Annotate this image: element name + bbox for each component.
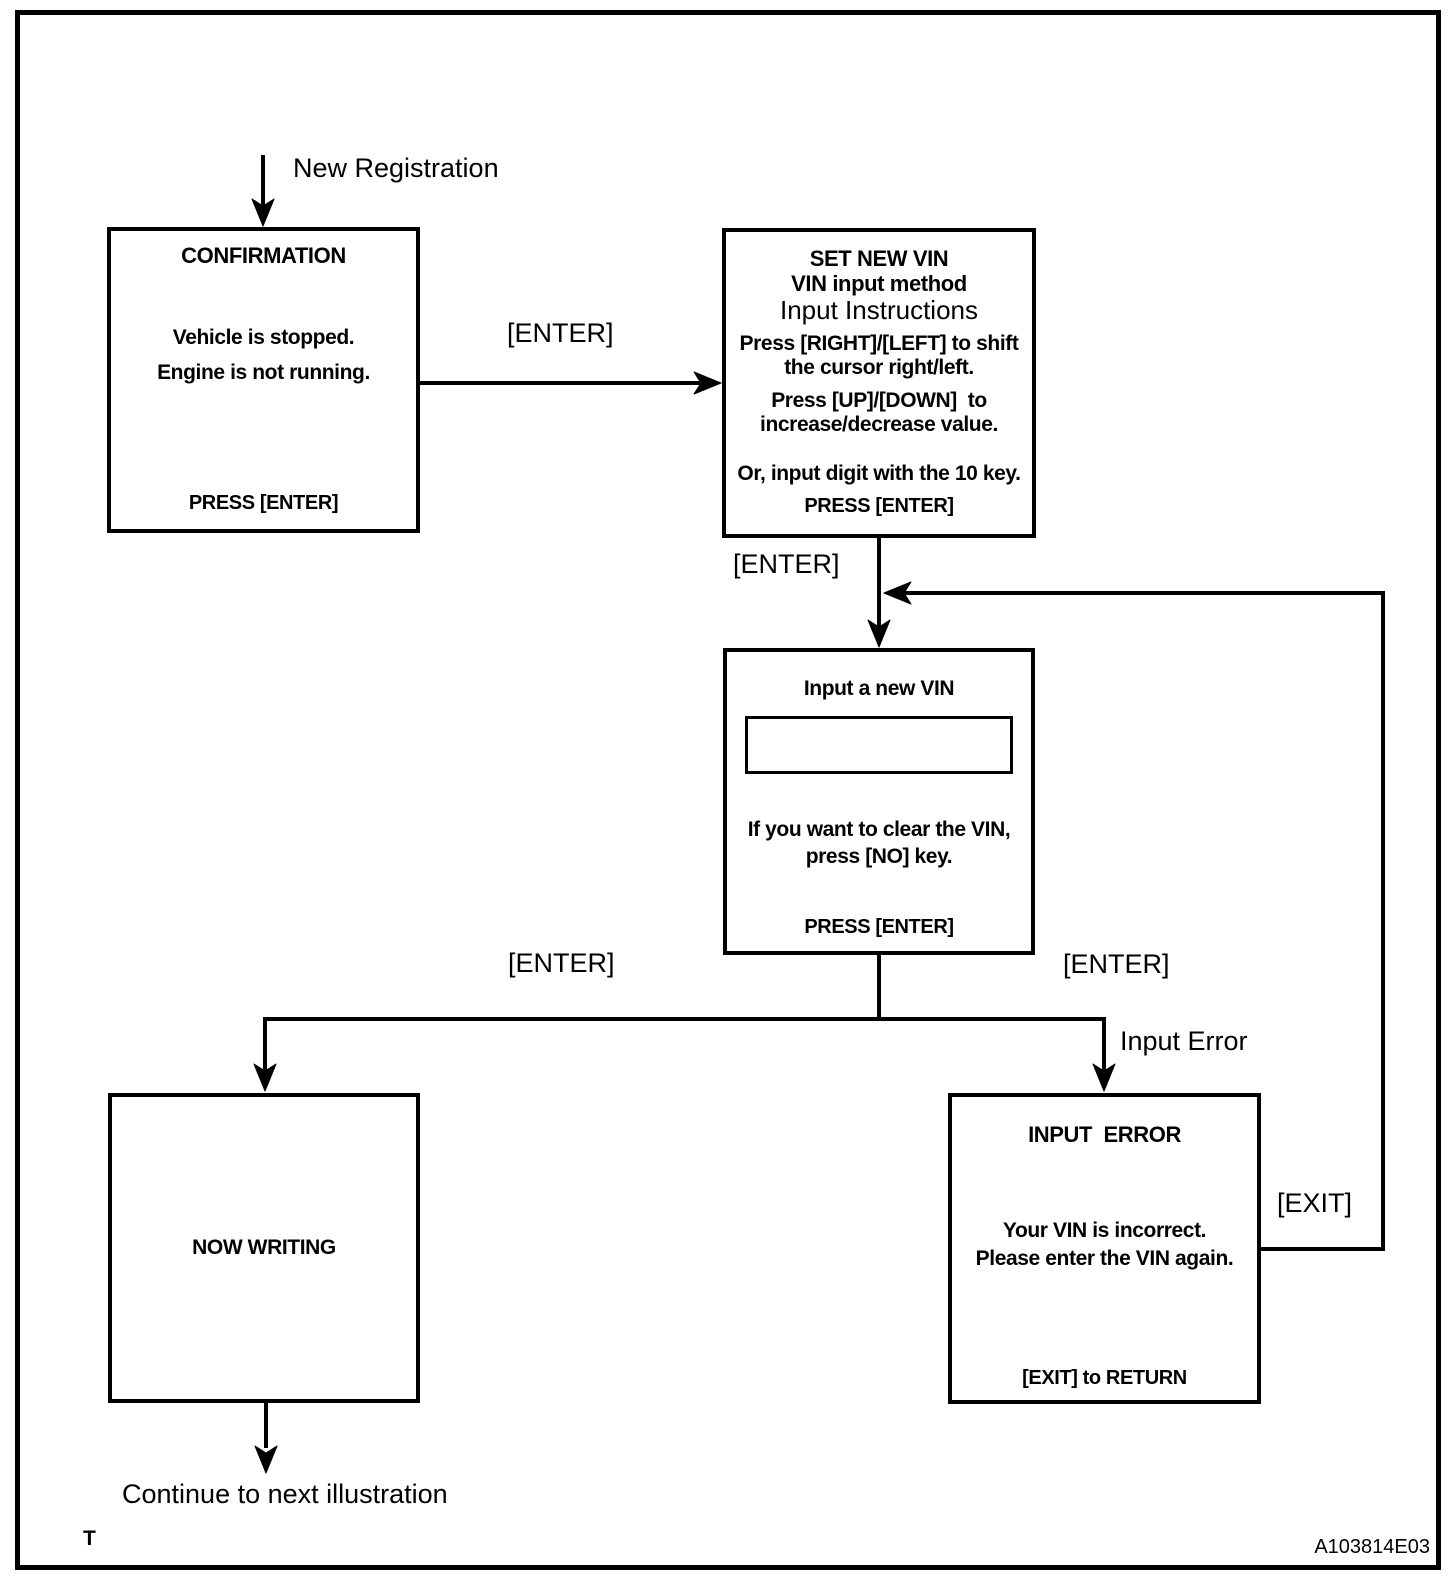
page-mark: T <box>83 1527 96 1550</box>
set-new-vin-subtitle: VIN input method <box>791 271 967 296</box>
writing-exit-arrowhead <box>254 1445 278 1474</box>
set-new-vin-press-enter: PRESS [ENTER] <box>804 495 954 517</box>
input-new-vin-body: If you want to clear the VIN, press [NO]… <box>748 816 1011 870</box>
confirmation-press-enter: PRESS [ENTER] <box>188 492 339 514</box>
input-error-exit-return: [EXIT] to RETURN <box>1022 1367 1187 1389</box>
branch-left-arrowhead <box>253 1063 277 1092</box>
input-new-vin-press-enter: PRESS [ENTER] <box>804 916 954 938</box>
set-new-vin-line-4: increase/decrease value. <box>760 413 998 436</box>
input-error-box: INPUT ERROR Your VIN is incorrect. Pleas… <box>948 1093 1261 1404</box>
return-line <box>904 591 1385 1251</box>
set-new-vin-line-3: Press [UP]/[DOWN] to <box>771 389 987 412</box>
now-writing-title: NOW WRITING <box>192 1236 336 1259</box>
confirmation-line-2: Engine is not running. <box>157 361 370 384</box>
set-new-vin-line-5: Or, input digit with the 10 key. <box>737 462 1021 485</box>
input-new-vin-title: Input a new VIN <box>803 677 955 700</box>
enter-label-4: [ENTER] <box>1063 949 1170 979</box>
enter-label-2: [ENTER] <box>733 549 840 579</box>
enter-label-1: [ENTER] <box>507 318 614 348</box>
new-registration-label: New Registration <box>293 153 499 183</box>
diagram-border <box>15 10 1441 1570</box>
input-error-body: Your VIN is incorrect. Please enter the … <box>976 1217 1234 1273</box>
now-writing-box: NOW WRITING <box>108 1093 420 1403</box>
input-new-vin-box: Input a new VIN If you want to clear the… <box>723 648 1035 955</box>
confirmation-box: CONFIRMATION Vehicle is stopped. Engine … <box>107 227 420 533</box>
branch-right-arrowhead <box>1092 1063 1116 1092</box>
set-new-vin-line-1: Press [RIGHT]/[LEFT] to shift <box>739 332 1019 355</box>
exit-label: [EXIT] <box>1277 1188 1353 1218</box>
input-new-vin-line-1: If you want to clear the VIN, <box>747 818 1011 841</box>
start-arrowhead <box>251 198 275 227</box>
return-arrowhead <box>883 581 912 605</box>
set-new-vin-box: SET NEW VIN VIN input method Input Instr… <box>722 228 1036 538</box>
vin-input-field <box>745 716 1013 774</box>
input-error-line-1: Your VIN is incorrect. <box>1002 1219 1207 1242</box>
confirmation-title: CONFIRMATION <box>181 243 346 268</box>
figure-id: A103814E03 <box>1314 1536 1430 1558</box>
input-error-title: INPUT ERROR <box>1028 1122 1181 1147</box>
confirmation-line-1: Vehicle is stopped. <box>172 326 355 349</box>
enter-label-3: [ENTER] <box>508 948 615 978</box>
input-new-vin-line-2: press [NO] key. <box>805 845 953 868</box>
set-new-vin-title: SET NEW VIN <box>809 246 949 271</box>
continue-next-label: Continue to next illustration <box>122 1479 448 1509</box>
input-error-label: Input Error <box>1120 1026 1248 1056</box>
input-error-line-2: Please enter the VIN again. <box>975 1247 1234 1270</box>
enter-arrow-1-head <box>693 371 722 395</box>
set-new-vin-line-2: the cursor right/left. <box>784 356 974 379</box>
input-instructions-heading: Input Instructions <box>780 295 978 325</box>
branch-lines <box>263 953 1106 1073</box>
confirmation-body: Vehicle is stopped. Engine is not runnin… <box>157 320 370 390</box>
enter-arrow-2-head <box>867 619 891 648</box>
